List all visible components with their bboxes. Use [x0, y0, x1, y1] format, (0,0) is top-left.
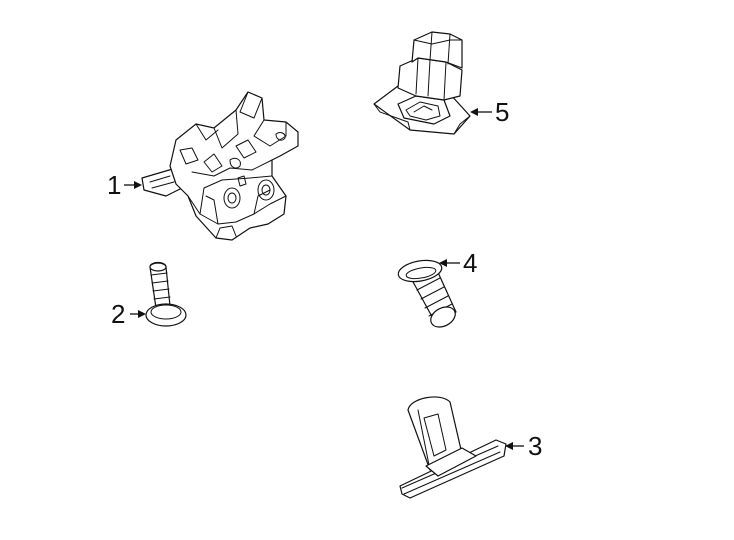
screw-part-2	[145, 261, 187, 327]
leader-2	[130, 310, 146, 318]
leader-3	[505, 442, 524, 450]
callout-number-5: 5	[495, 97, 509, 127]
bolt-part-4	[397, 259, 457, 328]
callout-number-3: 3	[528, 431, 542, 461]
connector-part	[373, 31, 471, 135]
leader-5	[470, 108, 492, 116]
callout-number-1: 1	[107, 170, 121, 200]
leader-1	[124, 181, 142, 189]
latch-assembly	[141, 91, 299, 241]
callout-number-2: 2	[111, 299, 125, 329]
retainer-part-3	[399, 396, 507, 499]
leader-4	[439, 259, 460, 267]
callout-number-4: 4	[463, 248, 477, 278]
